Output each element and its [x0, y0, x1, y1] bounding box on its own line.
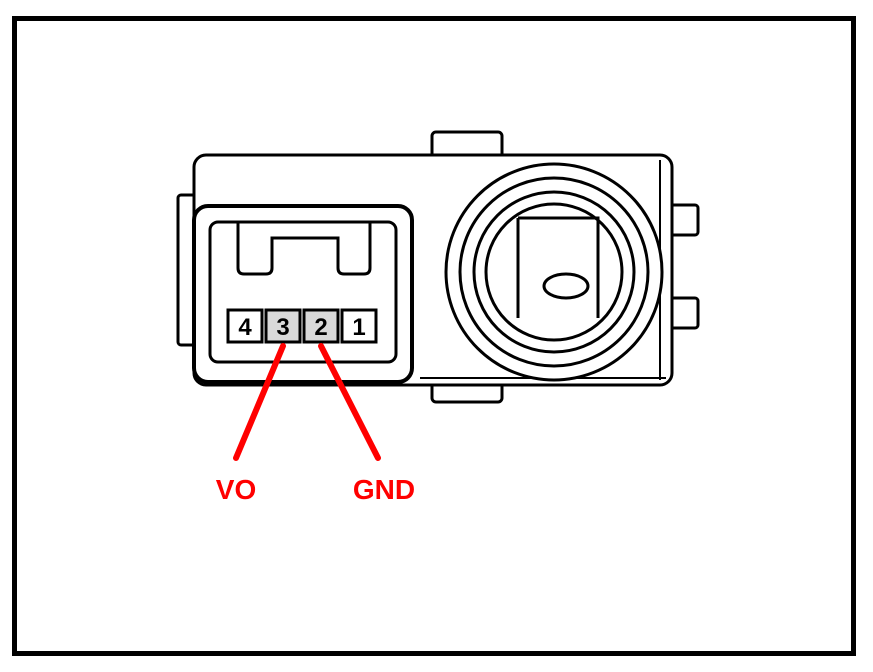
pin-2-label: 2 [314, 314, 327, 341]
pin-2-box [302, 308, 340, 344]
pin-1-label: 1 [352, 314, 365, 341]
pin-3-label: 3 [276, 314, 289, 341]
pin-3-box [264, 308, 302, 344]
connector-key [236, 222, 372, 276]
vo-label: VO [216, 474, 256, 505]
port-inner-ring [484, 202, 624, 342]
pin-4-box [226, 308, 264, 344]
sensor-port [444, 162, 664, 382]
vo-wire [233, 343, 286, 461]
pin-1-box [340, 308, 378, 344]
port-inner-slot [516, 216, 600, 318]
pin-4-label: 4 [238, 314, 252, 341]
port-center-hole [542, 272, 590, 300]
gnd-wire [318, 343, 381, 461]
pin-row: 4 3 2 1 [226, 308, 378, 344]
gnd-label: GND [353, 474, 415, 505]
